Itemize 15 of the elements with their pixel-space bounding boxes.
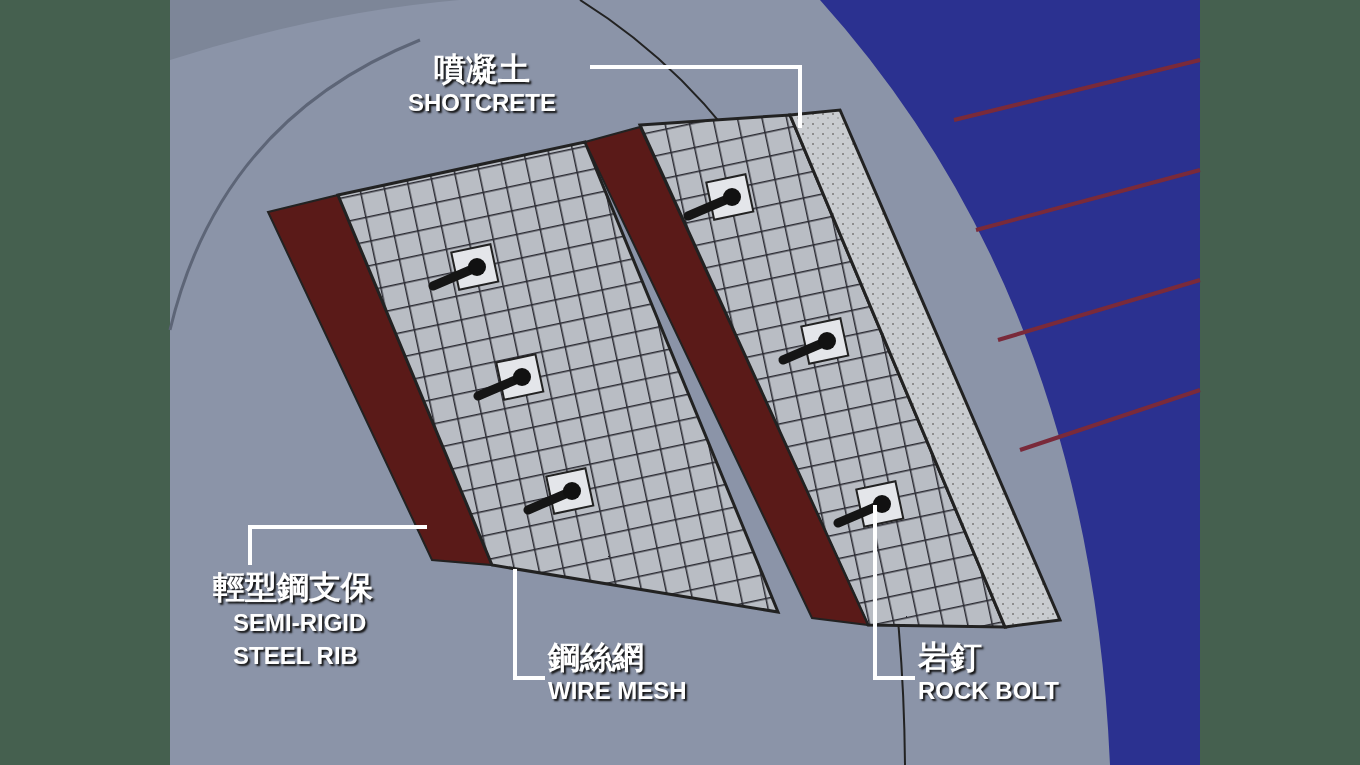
english-label: SEMI-RIGID STEEL RIB [233,608,368,671]
chinese-label: 輕型鋼支保 [213,568,374,606]
leader-line [873,505,915,680]
leader-line [248,525,427,565]
leader-line [513,569,545,680]
chinese-label: 岩釘 [918,638,983,676]
chinese-label: 噴凝土 [433,50,531,88]
leader-line [590,65,802,128]
steel-rib [266,193,494,567]
english-label: ROCK BOLT [918,676,1059,706]
english-label: SHOTCRETE [408,88,556,118]
english-label: WIRE MESH [548,676,687,706]
chinese-label: 鋼絲網 [548,638,645,676]
shotcrete-layer [787,108,1063,629]
rock-bolt [833,480,905,528]
